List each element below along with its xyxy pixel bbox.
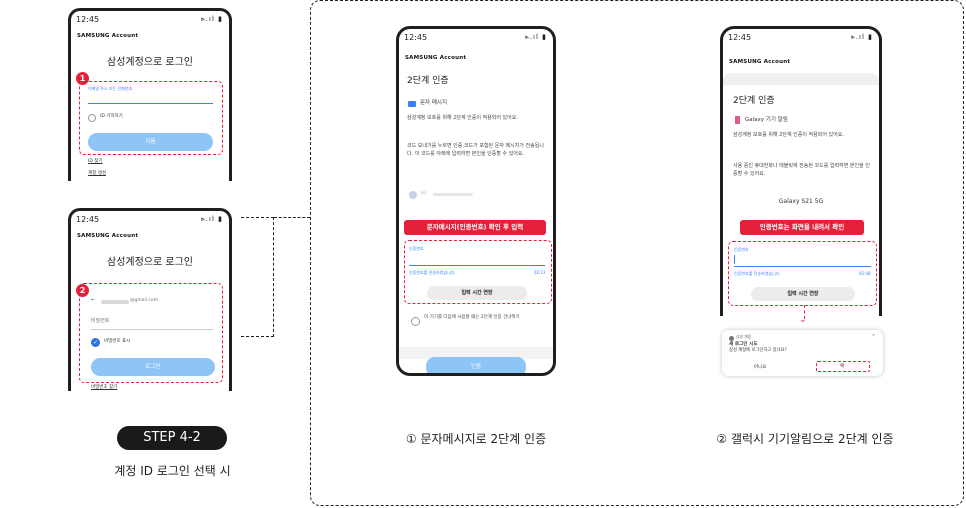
highlight-box bbox=[728, 241, 877, 306]
email-value: @gmail.com bbox=[130, 298, 159, 303]
step-number-badge: 2 bbox=[76, 284, 89, 297]
status-time: 12:45 bbox=[728, 32, 752, 42]
create-account-link[interactable]: 계정 생성 bbox=[88, 171, 106, 176]
brand-logo: SAMSUNG Account bbox=[77, 33, 139, 39]
text-cursor bbox=[734, 255, 735, 264]
method-label: Galaxy 기기 알림 bbox=[745, 117, 788, 123]
connector-line bbox=[241, 217, 274, 337]
sent-status: 인증번호를 전송하였습니다. bbox=[734, 271, 781, 276]
step-badge: STEP 4-2 bbox=[117, 426, 227, 450]
approve-button[interactable]: 예 bbox=[840, 364, 845, 369]
skip-2fa-label: 이 기기를 다음에 사용할 때는 2단계 인증 건너뛰기 bbox=[424, 315, 520, 320]
code-input[interactable] bbox=[734, 266, 871, 267]
code-input[interactable] bbox=[409, 265, 545, 266]
brand-logo: SAMSUNG Account bbox=[77, 233, 139, 239]
instruction-text: 사용 중인 휴대전화나 태블릿에 전송된 코드를 입력하면 본인을 인증할 수 … bbox=[733, 163, 870, 178]
verification-options-container bbox=[310, 0, 964, 506]
arrow-line bbox=[804, 305, 805, 319]
password-input[interactable] bbox=[91, 329, 213, 330]
status-bar: 12:45 ⫸.ıl ▮ bbox=[728, 32, 873, 42]
back-arrow-icon[interactable]: ← bbox=[91, 298, 95, 303]
step-caption: 계정 ID 로그인 선택 시 bbox=[114, 464, 231, 478]
bottom-bar bbox=[399, 347, 553, 359]
highlight-box bbox=[404, 240, 552, 304]
page-title: 삼성계정으로 로그인 bbox=[107, 57, 193, 68]
notification-title: 새 로그인 시도 bbox=[729, 342, 758, 347]
sms-instruction-banner: 문자메시지(인증번호) 확인 후 입력 bbox=[404, 220, 546, 235]
app-icon bbox=[729, 336, 734, 341]
status-time: 12:45 bbox=[76, 214, 100, 224]
status-time: 12:45 bbox=[404, 32, 428, 42]
brand-logo: SAMSUNG Account bbox=[405, 55, 467, 61]
countdown-timer: 02:48 bbox=[859, 271, 871, 276]
masked-email bbox=[101, 300, 129, 304]
next-button[interactable]: 다음 bbox=[88, 133, 213, 151]
phone-login-password: 12:45 ⫸.ıl ▮ SAMSUNG Account 삼성계정으로 로그인 … bbox=[68, 208, 232, 391]
phone-sms-verification: 12:45 ⫸.ıl ▮ SAMSUNG Account 2단계 인증 문자 메… bbox=[396, 26, 556, 376]
skip-2fa-radio[interactable] bbox=[411, 317, 420, 326]
find-password-link[interactable]: 비밀번호 찾기 bbox=[91, 385, 118, 390]
code-field-label: 인증번호 bbox=[409, 246, 424, 251]
status-icons: ⫸.ıl ▮ bbox=[850, 32, 873, 41]
status-bar: 12:45 ⫸.ıl ▮ bbox=[76, 14, 223, 24]
message-icon bbox=[408, 101, 416, 107]
password-placeholder: 비밀번호 bbox=[91, 318, 110, 324]
code-field-label: 인증번호 bbox=[734, 247, 749, 252]
status-icons: ⫸.ıl ▮ bbox=[524, 32, 547, 41]
intro-text: 삼성계정 보호를 위해 2단계 인증이 적용되어 있어요. bbox=[407, 115, 518, 121]
brand-logo: SAMSUNG Account bbox=[729, 59, 791, 65]
show-password-label: 비밀번호 표시 bbox=[104, 339, 131, 344]
sms-caption: ① 문자메시지로 2단계 인증 bbox=[405, 432, 547, 446]
phone-galaxy-verification: 12:45 ⫸.ıl ▮ SAMSUNG Account 2단계 인증 Gala… bbox=[720, 26, 882, 316]
galaxy-instruction-banner: 인증번호는 화면을 내려서 확인 bbox=[740, 220, 864, 235]
device-icon bbox=[735, 116, 740, 124]
page-title: 2단계 인증 bbox=[733, 96, 775, 106]
status-time: 12:45 bbox=[76, 14, 100, 24]
remember-id-label: ID 기억하기 bbox=[100, 114, 123, 119]
step-number-badge: 1 bbox=[76, 72, 89, 85]
instruction-text: 코드 보내기를 누르면 인증 코드가 포함된 문자 메시지가 전송됩니다. 이 … bbox=[407, 143, 544, 158]
page-title: 2단계 인증 bbox=[407, 76, 449, 86]
remember-id-radio[interactable] bbox=[88, 114, 96, 122]
notification-app: 삼성 계정 bbox=[736, 334, 752, 339]
page-title: 삼성계정으로 로그인 bbox=[107, 257, 193, 268]
highlight-box bbox=[79, 81, 223, 155]
expand-chevron-icon[interactable]: ˄ bbox=[872, 334, 875, 341]
verify-button[interactable]: 인증 bbox=[426, 357, 526, 373]
extend-time-button[interactable]: 입력 시간 연장 bbox=[751, 287, 855, 301]
status-bar: 12:45 ⫸.ıl ▮ bbox=[76, 214, 223, 224]
notification-question: 삼성 계정에 로그인하고 있나요? bbox=[729, 348, 787, 353]
phone-dot-icon bbox=[409, 191, 417, 199]
extend-time-button[interactable]: 입력 시간 연장 bbox=[427, 286, 527, 300]
phone-login-id: 12:45 ⫸.ıl ▮ SAMSUNG Account 삼성계정으로 로그인 … bbox=[68, 8, 232, 181]
status-icons: ⫸.ıl ▮ bbox=[200, 214, 223, 223]
login-button[interactable]: 로그인 bbox=[91, 358, 215, 376]
device-name: Galaxy S21 5G bbox=[778, 198, 824, 205]
masked-phone bbox=[433, 193, 473, 196]
field-label: 이메일 주소 또는 전화번호 bbox=[88, 86, 133, 91]
phone-number: 82 bbox=[421, 191, 427, 196]
arrow-down-icon: ⌄ bbox=[799, 315, 807, 325]
sheet-top bbox=[723, 73, 879, 85]
find-id-link[interactable]: ID 찾기 bbox=[88, 159, 103, 164]
status-bar: 12:45 ⫸.ıl ▮ bbox=[404, 32, 547, 42]
status-icons: ⫸.ıl ▮ bbox=[200, 14, 223, 23]
approve-highlight bbox=[816, 361, 870, 372]
highlight-box bbox=[79, 283, 223, 383]
connector-line-end bbox=[274, 217, 310, 218]
id-input[interactable] bbox=[88, 103, 213, 104]
sent-status: 인증번호를 전송하였습니다. bbox=[409, 270, 456, 275]
intro-text: 삼성계정 보호를 위해 2단계 인증이 적용되어 있어요. bbox=[733, 132, 844, 138]
login-notification[interactable]: 삼성 계정 ˄ 새 로그인 시도 삼성 계정에 로그인하고 있나요? 아니요 예 bbox=[722, 330, 883, 376]
countdown-timer: 02:13 bbox=[534, 270, 546, 275]
decline-button[interactable]: 아니요 bbox=[754, 365, 767, 370]
show-password-checkbox[interactable]: ✓ bbox=[91, 338, 100, 347]
galaxy-caption: ② 갤럭시 기기알림으로 2단계 인증 bbox=[716, 432, 894, 446]
method-label: 문자 메시지 bbox=[420, 100, 448, 106]
